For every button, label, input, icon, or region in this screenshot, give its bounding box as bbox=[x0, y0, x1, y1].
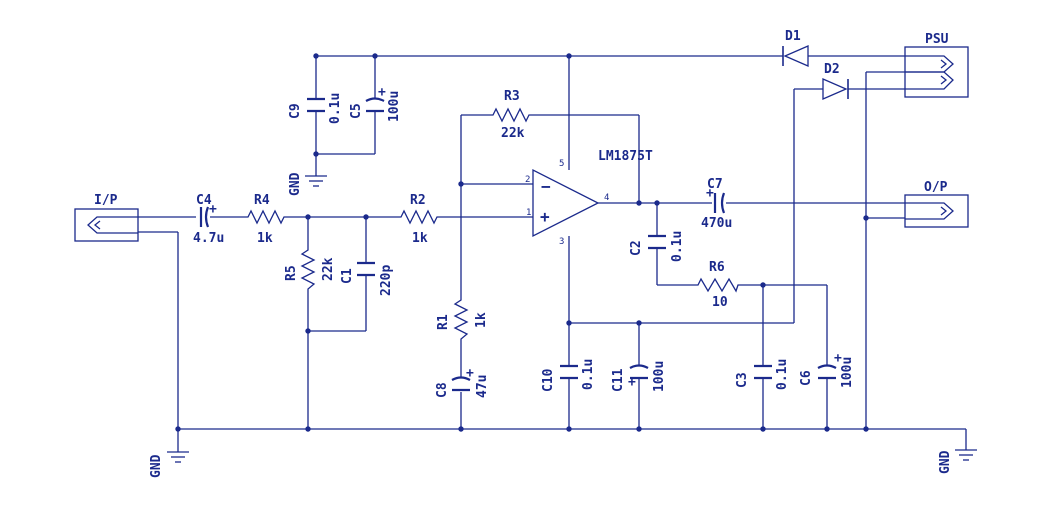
d2-ref: D2 bbox=[824, 62, 840, 77]
r6-value: 10 bbox=[712, 295, 728, 310]
c8-ref: C8 bbox=[435, 382, 450, 398]
c3-value: 0.1u bbox=[775, 359, 790, 390]
r5-ref: R5 bbox=[284, 265, 299, 281]
capacitor-c5: + C5 100u bbox=[349, 85, 402, 122]
r5-value: 22k bbox=[321, 257, 336, 281]
ground-label-input: GND bbox=[149, 454, 164, 478]
capacitor-c11: + C11 100u bbox=[611, 361, 667, 392]
c8-polarity: + bbox=[466, 366, 474, 381]
resistor-r6: R6 10 bbox=[694, 260, 740, 310]
r3-value: 22k bbox=[501, 126, 525, 141]
pin-1-label: 1 bbox=[526, 208, 531, 218]
c11-value: 100u bbox=[652, 361, 667, 392]
resistor-r1: R1 1k bbox=[436, 295, 489, 345]
resistor-r5: R5 22k bbox=[284, 245, 336, 295]
capacitor-c8: + C8 47u bbox=[435, 366, 490, 398]
c11-ref: C11 bbox=[611, 368, 626, 392]
c9-value: 0.1u bbox=[328, 93, 343, 124]
c6-value: 100u bbox=[840, 357, 855, 388]
pin-2-label: 2 bbox=[525, 175, 530, 185]
opamp-lm1875t: − + 2 1 4 5 3 LM1875T bbox=[525, 149, 653, 247]
capacitor-c4: + C4 4.7u bbox=[193, 193, 224, 246]
c4-ref: C4 bbox=[196, 193, 212, 208]
r3-ref: R3 bbox=[504, 89, 520, 104]
c2-value: 0.1u bbox=[670, 231, 685, 262]
c2-ref: C2 bbox=[629, 240, 644, 256]
junction-dots bbox=[175, 53, 869, 432]
diode-d2: D2 bbox=[822, 62, 849, 100]
capacitor-c10: C10 0.1u bbox=[541, 359, 596, 392]
pin-4-label: 4 bbox=[604, 193, 609, 203]
noninverting-input-symbol: + bbox=[540, 207, 550, 226]
c5-polarity: + bbox=[378, 85, 386, 100]
c5-value: 100u bbox=[387, 91, 402, 122]
c3-ref: C3 bbox=[735, 372, 750, 388]
c6-ref: C6 bbox=[799, 370, 814, 386]
c10-ref: C10 bbox=[541, 368, 556, 392]
r2-ref: R2 bbox=[410, 193, 426, 208]
resistor-r2: R2 1k bbox=[397, 193, 440, 246]
ground-symbol-supply: GND bbox=[288, 172, 327, 196]
c8-value: 47u bbox=[475, 375, 490, 398]
ground-symbol-input: GND bbox=[149, 451, 189, 478]
r2-value: 1k bbox=[412, 231, 428, 246]
inverting-input-symbol: − bbox=[541, 177, 551, 196]
r6-ref: R6 bbox=[709, 260, 725, 275]
capacitor-c2: C2 0.1u bbox=[629, 231, 685, 262]
capacitor-c6: + C6 100u bbox=[799, 351, 855, 388]
r1-value: 1k bbox=[474, 312, 489, 328]
output-connector: O/P bbox=[904, 180, 969, 228]
ground-symbol-output: GND bbox=[938, 449, 977, 474]
capacitor-c1: C1 220p bbox=[340, 261, 394, 296]
c6-polarity: + bbox=[834, 351, 842, 366]
capacitor-c3: C3 0.1u bbox=[735, 359, 790, 390]
capacitor-c9: C9 0.1u bbox=[288, 93, 343, 124]
c7-ref: C7 bbox=[707, 177, 723, 192]
r1-ref: R1 bbox=[436, 314, 451, 330]
d1-ref: D1 bbox=[785, 29, 801, 44]
c1-ref: C1 bbox=[340, 268, 355, 284]
input-connector-label: I/P bbox=[94, 193, 118, 208]
c4-polarity: + bbox=[209, 202, 217, 217]
ground-label-output: GND bbox=[938, 450, 953, 474]
c7-polarity: + bbox=[706, 186, 714, 201]
opamp-label: LM1875T bbox=[598, 149, 653, 164]
c1-value: 220p bbox=[379, 265, 394, 296]
psu-connector-label: PSU bbox=[925, 32, 949, 47]
wires bbox=[138, 55, 967, 452]
c10-value: 0.1u bbox=[581, 359, 596, 390]
c4-value: 4.7u bbox=[193, 231, 224, 246]
pin-5-label: 5 bbox=[559, 159, 564, 169]
r4-value: 1k bbox=[257, 231, 273, 246]
pin-3-label: 3 bbox=[559, 237, 564, 247]
resistor-r4: R4 1k bbox=[244, 193, 286, 246]
c11-polarity: + bbox=[628, 375, 636, 390]
c9-ref: C9 bbox=[288, 103, 303, 119]
input-connector: I/P bbox=[74, 193, 139, 242]
r4-ref: R4 bbox=[254, 193, 270, 208]
psu-connector: PSU bbox=[904, 32, 969, 98]
c5-ref: C5 bbox=[349, 103, 364, 119]
resistor-r3: R3 22k bbox=[489, 89, 543, 141]
ground-label-supply: GND bbox=[288, 172, 303, 196]
c7-value: 470u bbox=[701, 216, 732, 231]
capacitor-c7: + C7 470u bbox=[701, 177, 732, 231]
diode-d1: D1 bbox=[782, 29, 809, 67]
output-connector-label: O/P bbox=[924, 180, 948, 195]
